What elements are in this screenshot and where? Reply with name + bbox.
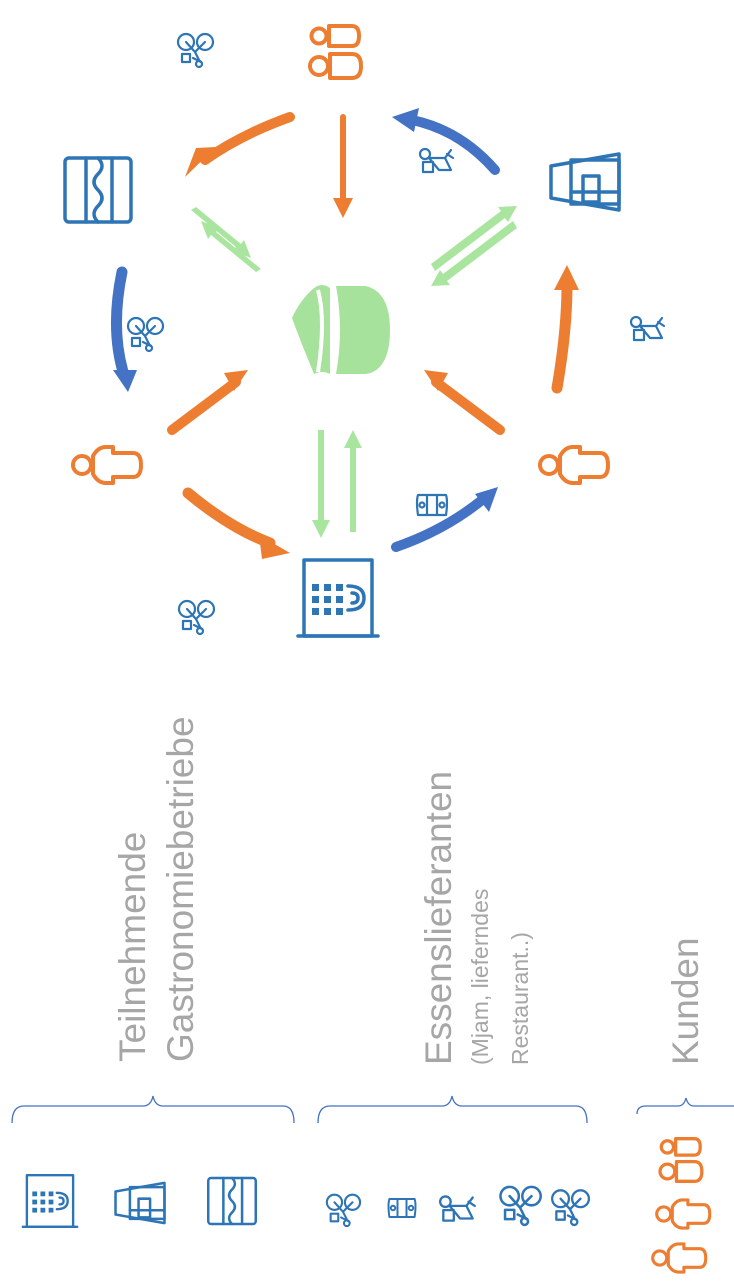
store-awning-icon — [63, 156, 133, 224]
person-icon — [655, 1198, 712, 1230]
supplier-sublabel-line2: Restaurant..) — [507, 932, 533, 1065]
building-door-icon — [21, 1173, 79, 1229]
legend-braces — [11, 1095, 734, 1124]
supplier-label: Essenslieferanten — [418, 770, 459, 1065]
people-group-icon — [308, 24, 363, 80]
green-exchange-arrows — [191, 206, 517, 538]
shop-counter-icon — [549, 152, 621, 212]
person-icon — [651, 1242, 708, 1274]
building-door-icon — [296, 558, 380, 638]
delivery-person-icon — [418, 147, 455, 174]
bicycle-courier-icon — [550, 1189, 591, 1227]
car-icon — [387, 1198, 417, 1218]
shop-counter-icon — [114, 1181, 166, 1225]
store-awning-icon — [206, 1176, 258, 1226]
person-icon — [538, 445, 610, 485]
gastro-label-line1: Teilnehmende — [112, 831, 153, 1062]
supplier-sublabel-line1: (Mjam, lieferndes — [467, 888, 493, 1065]
blue-arrowheads — [113, 108, 498, 512]
bicycle-courier-icon — [126, 316, 165, 353]
platform-logo-icon — [292, 285, 390, 374]
gastro-label-line2: Gastronomiebetriebe — [160, 716, 201, 1062]
delivery-person-icon — [629, 315, 666, 342]
car-icon — [415, 493, 449, 517]
bicycle-courier-icon — [325, 1193, 362, 1228]
blue-flow-arrows — [110, 115, 500, 552]
bicycle-courier-icon — [176, 32, 215, 69]
customers-label: Kunden — [665, 937, 706, 1065]
delivery-person-icon — [438, 1195, 476, 1222]
orange-arrowheads — [185, 147, 579, 559]
person-icon — [71, 445, 143, 485]
people-group-icon — [658, 1137, 704, 1183]
bicycle-courier-icon — [177, 599, 216, 636]
bicycle-courier-icon — [499, 1185, 542, 1227]
